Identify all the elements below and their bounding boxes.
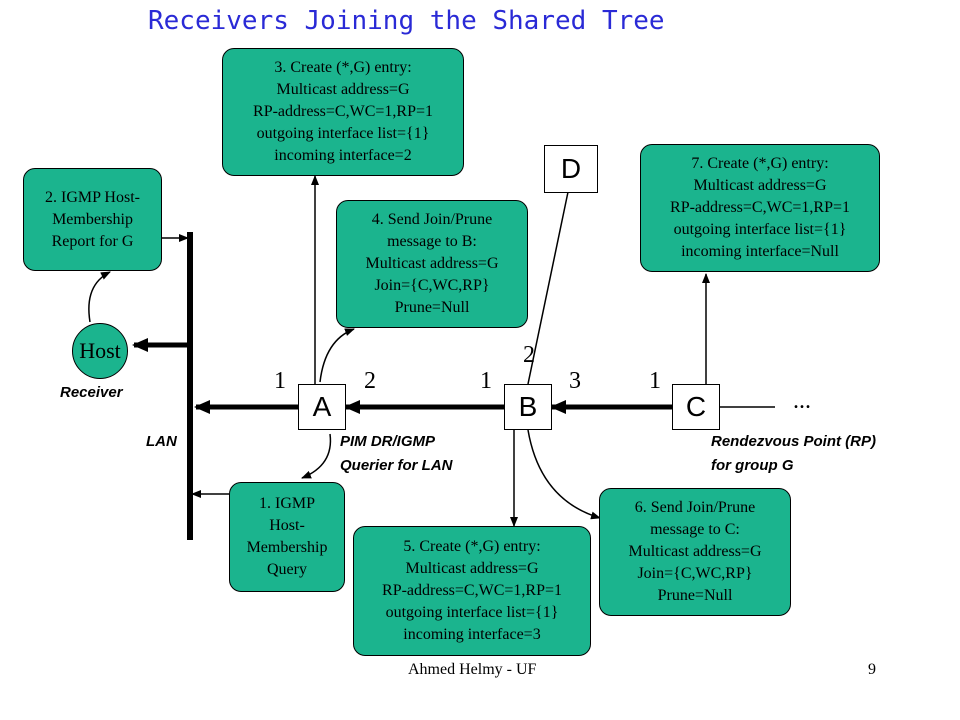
step5-create-entry-box: 5. Create (*,G) entry: Multicast address… [353, 526, 591, 656]
step1-line: 1. IGMP [258, 495, 315, 512]
step2-line: Membership [52, 210, 133, 228]
lan-label: LAN [146, 433, 177, 450]
step4-line: Prune=Null [394, 299, 470, 316]
arrow-pim-to-step1 [301, 433, 332, 479]
slide-title: Receivers Joining the Shared Tree [148, 6, 665, 36]
iface-a-right: 2 [364, 368, 376, 394]
step7-line: 7. Create (*,G) entry: [691, 155, 829, 172]
arrow-a-to-step4 [319, 328, 355, 383]
arrow-host-to-step2 [88, 271, 111, 323]
continuation-ellipsis: ... [793, 388, 811, 414]
step3-create-entry-box: 3. Create (*,G) entry: Multicast address… [222, 48, 464, 176]
step2-line: Report for G [51, 232, 134, 250]
iface-a-left: 1 [274, 368, 286, 394]
host-receiver: Host [72, 323, 128, 379]
step6-line: Multicast address=G [628, 543, 762, 560]
page-number: 9 [868, 661, 876, 678]
step5-line: RP-address=C,WC=1,RP=1 [382, 582, 562, 599]
d-to-b-link [527, 191, 569, 385]
rp-label-line2: for group G [711, 457, 794, 474]
router-a: A [298, 384, 346, 430]
step6-line: Join={C,WC,RP} [637, 565, 753, 582]
router-d: D [544, 145, 598, 193]
step5-line: outgoing interface list={1} [385, 604, 559, 621]
pim-dr-label-line2: Querier for LAN [340, 457, 453, 474]
step5-line: Multicast address=G [405, 560, 539, 577]
footer-author: Ahmed Helmy - UF [408, 661, 537, 678]
iface-b-up: 2 [523, 342, 535, 368]
step3-line: 3. Create (*,G) entry: [274, 59, 412, 76]
step1-line: Query [267, 561, 307, 578]
step7-line: RP-address=C,WC=1,RP=1 [670, 199, 850, 216]
router-b: B [504, 384, 552, 430]
step1-line: Host- [269, 517, 305, 534]
step4-line: Multicast address=G [365, 255, 499, 272]
pim-dr-label-line1: PIM DR/IGMP [340, 433, 436, 450]
step5-line: incoming interface=3 [403, 626, 541, 643]
step1-line: Membership [246, 539, 328, 556]
step6-line: 6. Send Join/Prune [634, 499, 756, 516]
step6-line: message to C: [650, 521, 740, 538]
step4-line: 4. Send Join/Prune [371, 211, 493, 228]
step3-line: RP-address=C,WC=1,RP=1 [253, 103, 433, 120]
step4-line: Join={C,WC,RP} [374, 277, 490, 294]
step7-line: incoming interface=Null [681, 243, 839, 260]
receiver-label: Receiver [60, 384, 123, 401]
step6-line: Prune=Null [657, 587, 733, 604]
step6-join-prune-box: 6. Send Join/Prune message to C: Multica… [599, 488, 791, 616]
step7-create-entry-box: 7. Create (*,G) entry: Multicast address… [640, 144, 880, 272]
step3-line: Multicast address=G [276, 81, 410, 98]
iface-c-left: 1 [649, 368, 661, 394]
step2-line: 2. IGMP Host- [45, 188, 140, 206]
step7-line: outgoing interface list={1} [673, 221, 847, 238]
iface-b-right: 3 [569, 368, 581, 394]
step4-join-prune-box: 4. Send Join/Prune message to B: Multica… [336, 200, 528, 328]
step7-line: Multicast address=G [693, 177, 827, 194]
arrow-b-to-step6 [527, 429, 601, 520]
iface-b-left: 1 [480, 368, 492, 394]
step5-line: 5. Create (*,G) entry: [403, 538, 541, 555]
step3-line: incoming interface=2 [274, 147, 412, 164]
step3-line: outgoing interface list={1} [256, 125, 430, 142]
step4-line: message to B: [387, 233, 477, 250]
router-c-rp: C [672, 384, 720, 430]
rp-label-line1: Rendezvous Point (RP) [711, 433, 877, 450]
step1-igmp-query-box: 1. IGMP Host- Membership Query [229, 482, 345, 592]
step2-igmp-report-box: 2. IGMP Host- Membership Report for G [23, 168, 162, 271]
